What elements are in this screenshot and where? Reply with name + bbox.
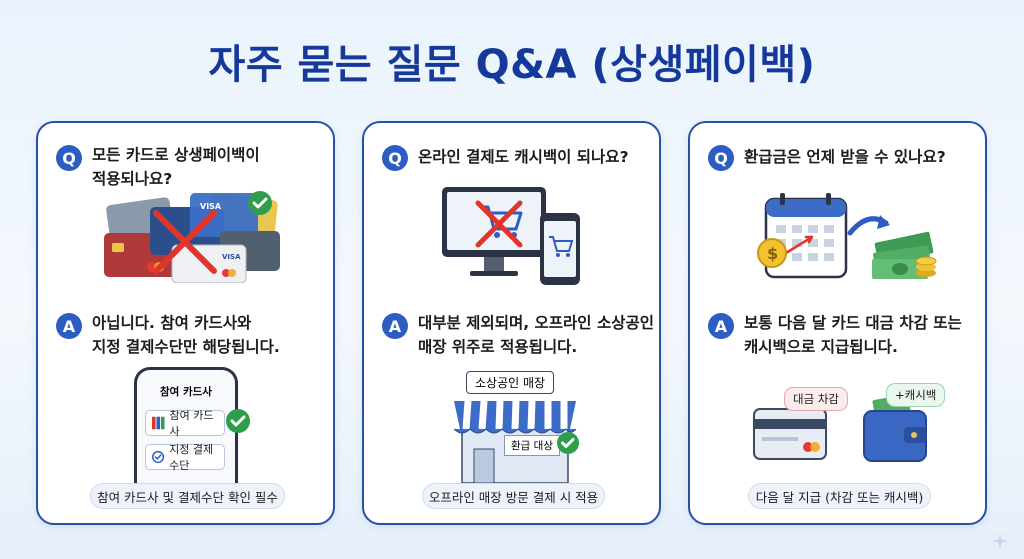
- online-payment-illustration: [442, 187, 580, 285]
- check-circle-icon: [152, 450, 165, 464]
- footer-pill: 오프라인 매장 방문 결제 시 적용: [422, 483, 605, 509]
- question-badge: Q: [382, 145, 408, 171]
- answer-badge: A: [56, 313, 82, 339]
- check-icon: [248, 191, 272, 215]
- phone-option-payment: 지정 결제수단: [145, 443, 225, 472]
- phone-icon: 참여 카드사 참여 카드사 지정 결제수단: [134, 367, 238, 487]
- faq-card-refund: Q 환급금은 언제 받을 수 있나요? $: [688, 121, 987, 525]
- cross-icon: [153, 210, 217, 274]
- svg-text:$: $: [767, 244, 778, 263]
- check-icon: [226, 409, 250, 433]
- answer-text: 아닙니다. 참여 카드사와 지정 결제수단만 해당됩니다.: [92, 314, 280, 356]
- answer-text: 보통 다음 달 카드 대금 차감 또는 캐시백으로 지급됩니다.: [744, 314, 962, 356]
- cashback-bubble: +캐시백: [886, 383, 946, 407]
- cross-icon: [475, 200, 523, 248]
- sparkle-icon: [992, 533, 1008, 549]
- card-brand: VISA: [200, 202, 222, 211]
- credit-card-icon: [753, 408, 827, 460]
- answer-badge: A: [382, 313, 408, 339]
- footer-pill: 다음 달 지급 (차감 또는 캐시백): [748, 483, 931, 509]
- answer-badge: A: [708, 313, 734, 339]
- svg-text:VISA: VISA: [222, 253, 241, 261]
- refund-sticker: 환급 대상: [504, 435, 560, 456]
- coin-icon: $: [757, 238, 787, 268]
- card-company-icon: [152, 416, 165, 430]
- phone-option-card-label: 참여 카드사: [169, 409, 214, 438]
- check-icon: [557, 432, 579, 454]
- money-icon: [872, 231, 937, 279]
- question-text: 모든 카드로 상생페이백이 적용되나요?: [92, 146, 260, 188]
- phone-header: 참여 카드사: [160, 386, 212, 398]
- faq-card-cards: Q 모든 카드로 상생페이백이 적용되나요? VISA VISA A 아닙니다.…: [36, 121, 335, 525]
- page-title: 자주 묻는 질문 Q&A (상생페이백): [208, 42, 816, 88]
- shop-sign: 소상공인 매장: [466, 371, 555, 394]
- question-badge: Q: [56, 145, 82, 171]
- footer-pill: 참여 카드사 및 결제수단 확인 필수: [90, 483, 285, 509]
- question-badge: Q: [708, 145, 734, 171]
- phone-icon: [540, 213, 580, 285]
- phone-option-payment-label: 지정 결제수단: [169, 443, 214, 472]
- question-text: 온라인 결제도 캐시백이 되나요?: [418, 148, 629, 166]
- phone-option-card: 참여 카드사: [145, 409, 225, 438]
- deduction-bubble: 대금 차감: [784, 387, 848, 411]
- question-text: 환급금은 언제 받을 수 있나요?: [744, 148, 946, 166]
- credit-cards-illustration: VISA VISA: [104, 191, 280, 283]
- faq-card-online: Q 온라인 결제도 캐시백이 되나요? A 대부분 제외되며, 오프라인 소상공…: [362, 121, 661, 525]
- answer-text: 대부분 제외되며, 오프라인 소상공인 매장 위주로 적용됩니다.: [418, 314, 654, 356]
- refund-timing-illustration: $: [757, 193, 937, 279]
